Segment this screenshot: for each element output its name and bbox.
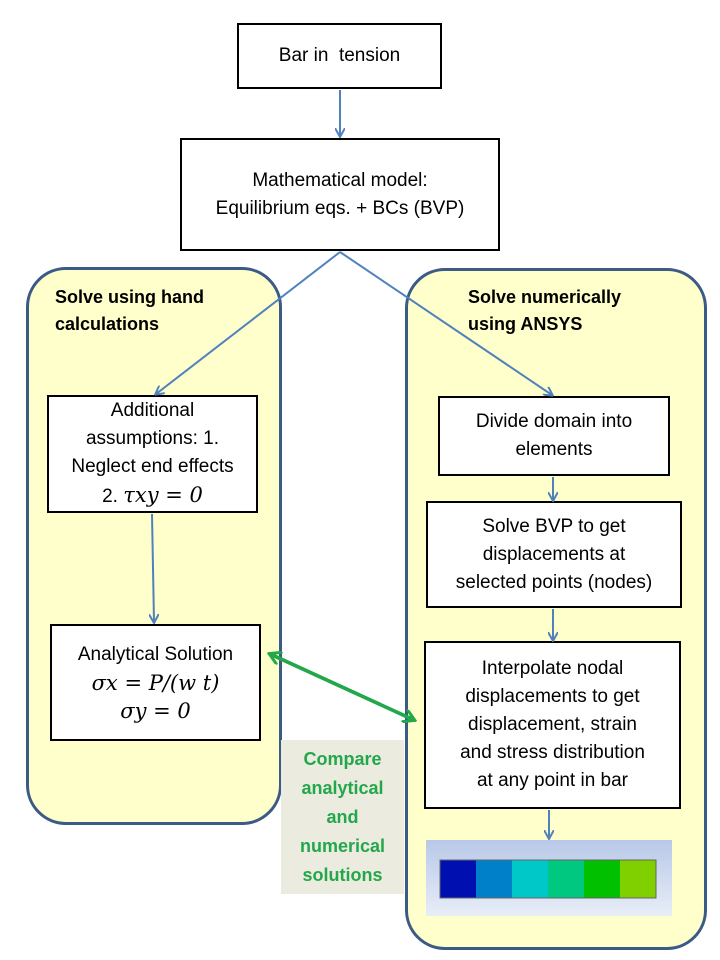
- step3-line4: and stress distribution: [460, 742, 645, 763]
- sigma-x-equation: σx = P/(w t): [91, 670, 220, 695]
- assumptions-line2: assumptions: 1.: [85, 428, 220, 449]
- step2-line2: displacements at: [482, 543, 626, 565]
- hand-calc-panel-title: Solve using hand calculations: [55, 284, 204, 338]
- fea-contour-image: [426, 840, 672, 916]
- bar-in-tension-box: Bar in tension: [237, 23, 442, 89]
- hand-calc-title-line2: calculations: [55, 314, 160, 334]
- compare-line1: Compare: [303, 748, 382, 769]
- sigma-y-equation: σy = 0: [120, 698, 191, 723]
- analytical-solution-box: Analytical Solution σx = P/(w t) σy = 0: [50, 624, 261, 741]
- step3-line5: at any point in bar: [476, 770, 629, 791]
- step3-line2: displacements to get: [465, 686, 640, 707]
- ansys-panel: [405, 268, 707, 950]
- compare-line5: solutions: [302, 864, 383, 885]
- hand-calc-title-line1: Solve using hand: [55, 287, 205, 307]
- ansys-title-line2: using ANSYS: [468, 314, 583, 334]
- assumptions-line3: Neglect end effects: [71, 456, 234, 477]
- step2-line3: selected points (nodes): [455, 571, 653, 593]
- step1-line2: elements: [515, 439, 593, 460]
- step2-line1: Solve BVP to get: [482, 515, 626, 537]
- ansys-panel-title: Solve numerically using ANSYS: [468, 284, 621, 338]
- step3-line1: Interpolate nodal: [481, 658, 624, 679]
- fea-bar-outline: [439, 859, 657, 899]
- assumptions-line4: 2. τxy = 0: [102, 481, 203, 511]
- compare-line4: numerical: [299, 835, 386, 856]
- solve-bvp-box: Solve BVP to get displacements at select…: [426, 501, 682, 608]
- bar-in-tension-label: Bar in tension: [278, 45, 401, 66]
- arrow-model-to-divide: [339, 251, 552, 395]
- ansys-title-line1: Solve numerically: [468, 287, 622, 307]
- step3-line3: displacement, strain: [468, 714, 637, 735]
- fea-band-5: [584, 860, 621, 898]
- interpolate-box: Interpolate nodal displacements to get d…: [424, 641, 681, 809]
- assumptions-box: Additional assumptions: 1. Neglect end e…: [47, 395, 258, 513]
- arrow-model-to-assumptions: [156, 251, 341, 394]
- fea-band-1: [440, 860, 477, 898]
- compare-label: Compare analytical and numerical solutio…: [281, 740, 404, 894]
- arrow-assumptions-to-analytical: [152, 513, 154, 622]
- compare-line3: and: [326, 806, 359, 827]
- fea-band-4: [548, 860, 585, 898]
- model-line2: Equilibrium eqs. + BCs (BVP): [215, 197, 465, 219]
- compare-line2: analytical: [301, 777, 384, 798]
- fea-band-2: [476, 860, 513, 898]
- analytical-title: Analytical Solution: [77, 643, 234, 665]
- fea-band-6: [620, 860, 657, 898]
- step1-line1: Divide domain into: [475, 411, 633, 432]
- mathematical-model-box: Mathematical model: Equilibrium eqs. + B…: [180, 138, 500, 251]
- divide-domain-box: Divide domain into elements: [438, 396, 670, 476]
- tau-equation: τxy = 0: [123, 483, 203, 507]
- assumptions-line4-prefix: 2.: [102, 486, 124, 507]
- assumptions-line1: Additional: [110, 400, 195, 421]
- model-line1: Mathematical model:: [252, 169, 428, 191]
- fea-band-3: [512, 860, 549, 898]
- compare-arrow-left: [270, 654, 415, 722]
